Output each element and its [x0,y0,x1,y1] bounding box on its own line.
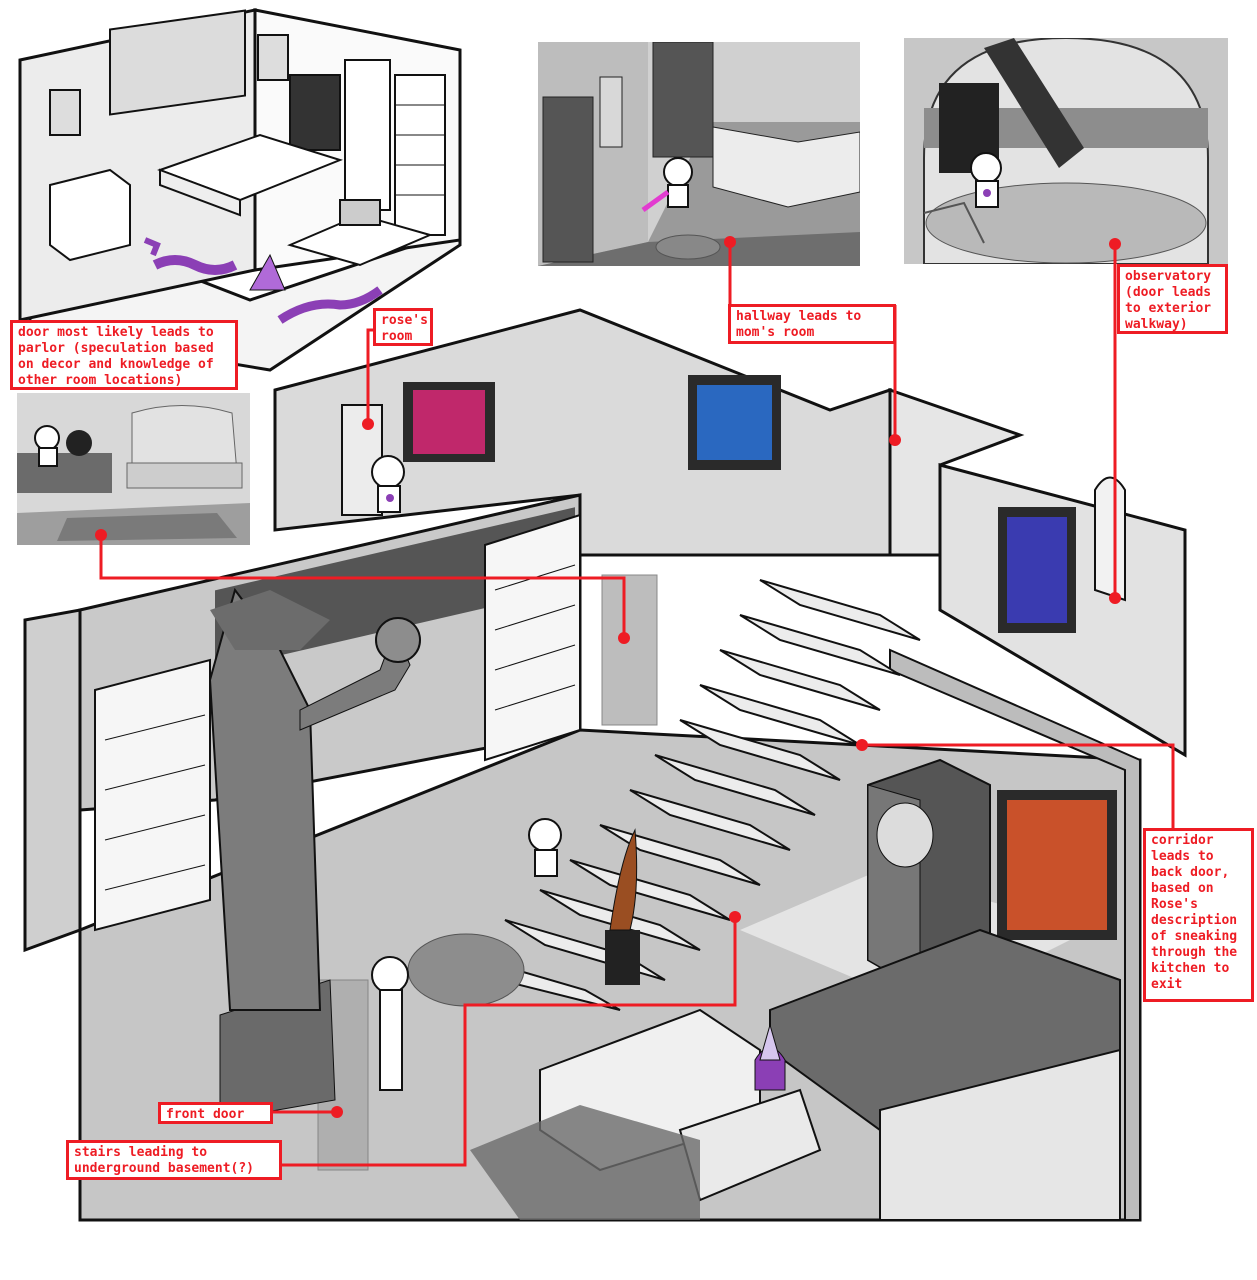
house-cutaway [0,290,1257,1230]
label-hallway: hallway leads to mom's room [728,304,896,344]
label-roses-room: rose's room [373,308,433,346]
bookshelf-icon [542,42,714,263]
character-icon [641,157,693,213]
label-basement-stairs: stairs leading to underground basement(?… [66,1140,282,1180]
label-observatory: observatory (door leads to exterior walk… [1117,264,1228,334]
sofa-icon [126,405,243,489]
character-icon [34,425,60,467]
bookshelf-icon [394,74,446,236]
roses-room-panel [0,0,470,375]
label-corridor: corridor leads to back door, based on Ro… [1143,828,1254,1002]
parlor-panel [17,393,250,545]
label-parlor-door: door most likely leads to parlor (specul… [10,320,238,390]
bed-icon [157,133,343,217]
hallway-panel [538,42,860,266]
observatory-panel [904,38,1228,264]
character-icon [970,152,1002,208]
label-front-door: front door [158,1102,273,1124]
